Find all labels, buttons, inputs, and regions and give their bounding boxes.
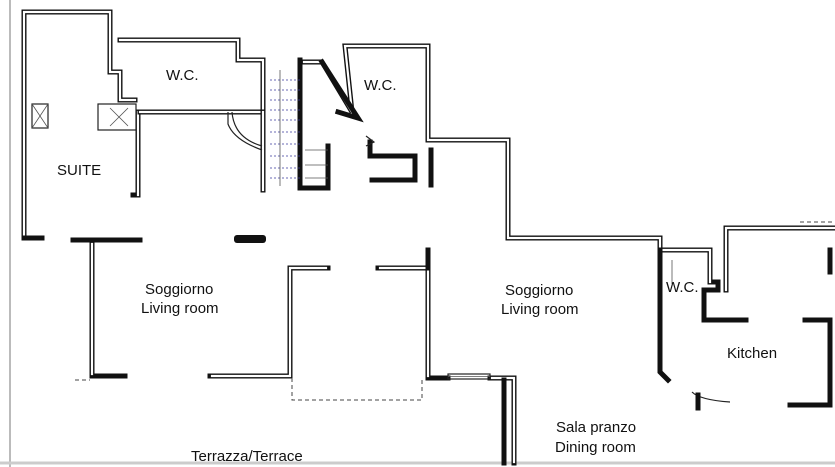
radiator bbox=[234, 235, 266, 243]
label-kitchen: Kitchen bbox=[727, 345, 777, 362]
label-dining-it: Sala pranzo bbox=[556, 419, 636, 436]
label-wc-right: W.C. bbox=[666, 279, 699, 296]
label-living-right-en: Living room bbox=[501, 301, 579, 318]
label-suite: SUITE bbox=[57, 162, 101, 179]
label-dining-en: Dining room bbox=[555, 439, 636, 456]
staircase bbox=[270, 70, 328, 186]
label-wc-top-center: W.C. bbox=[364, 77, 397, 94]
walls bbox=[21, 9, 835, 466]
terrace-outline bbox=[291, 378, 423, 401]
label-living-left-en: Living room bbox=[141, 300, 219, 317]
label-terrace: Terrazza/Terrace bbox=[191, 448, 303, 465]
fixtures bbox=[31, 103, 731, 411]
label-wc-top-left: W.C. bbox=[166, 67, 199, 84]
label-living-left-it: Soggiorno bbox=[145, 281, 213, 298]
label-living-right-it: Soggiorno bbox=[505, 282, 573, 299]
room-labels: W.C. W.C. SUITE Soggiorno Living room So… bbox=[57, 67, 777, 465]
